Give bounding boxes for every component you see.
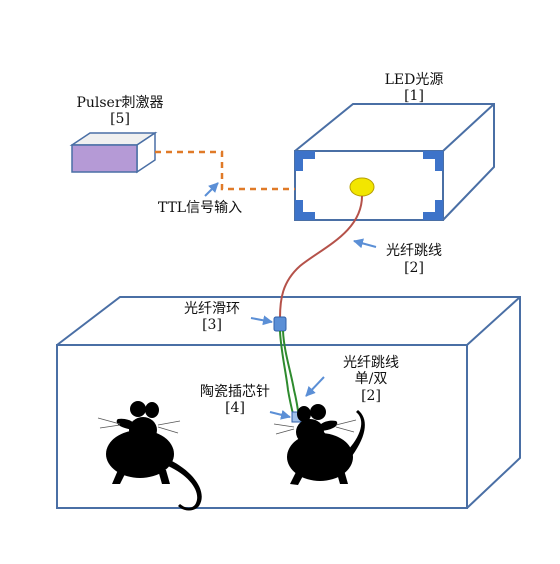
patch1-title: 光纤跳线 xyxy=(386,243,442,259)
mouse-left-icon xyxy=(106,401,202,511)
ferrule-ref: [4] xyxy=(225,400,245,416)
pulser-box xyxy=(69,131,158,174)
ttl-arrow xyxy=(204,182,219,197)
patch1-arrow xyxy=(353,238,377,249)
mouse-left-whiskers xyxy=(97,417,181,434)
led-spot xyxy=(349,177,375,197)
rotary-title: 光纤滑环 xyxy=(184,301,240,317)
ferrule-title: 陶瓷插芯针 xyxy=(200,384,270,400)
ttl-label: TTL信号输入 xyxy=(157,200,243,216)
arena-box xyxy=(56,296,521,509)
patch1-ref: [2] xyxy=(404,260,424,276)
pulser-title: Pulser刺激器 xyxy=(76,95,164,111)
patch2-title: 光纤跳线 xyxy=(343,355,399,371)
ttl-cable xyxy=(155,150,295,191)
patch2-ref: [2] xyxy=(361,388,381,404)
patch2-arrow xyxy=(305,376,325,397)
ferrule-arrow xyxy=(269,409,291,420)
fiber-patch-cord xyxy=(279,195,363,319)
led-title: LED光源 xyxy=(384,72,444,88)
mouse-right-icon xyxy=(287,404,365,485)
rotary-ref: [3] xyxy=(202,317,222,333)
led-ref: [1] xyxy=(404,88,424,104)
patch2-sub: 单/双 xyxy=(354,371,388,387)
pulser-ref: [5] xyxy=(110,111,130,127)
rotary-joint xyxy=(273,316,287,332)
mouse-right-whiskers xyxy=(273,419,357,435)
rotary-arrow xyxy=(250,315,273,326)
led-box xyxy=(294,103,495,221)
led-corner-brackets xyxy=(295,151,443,220)
